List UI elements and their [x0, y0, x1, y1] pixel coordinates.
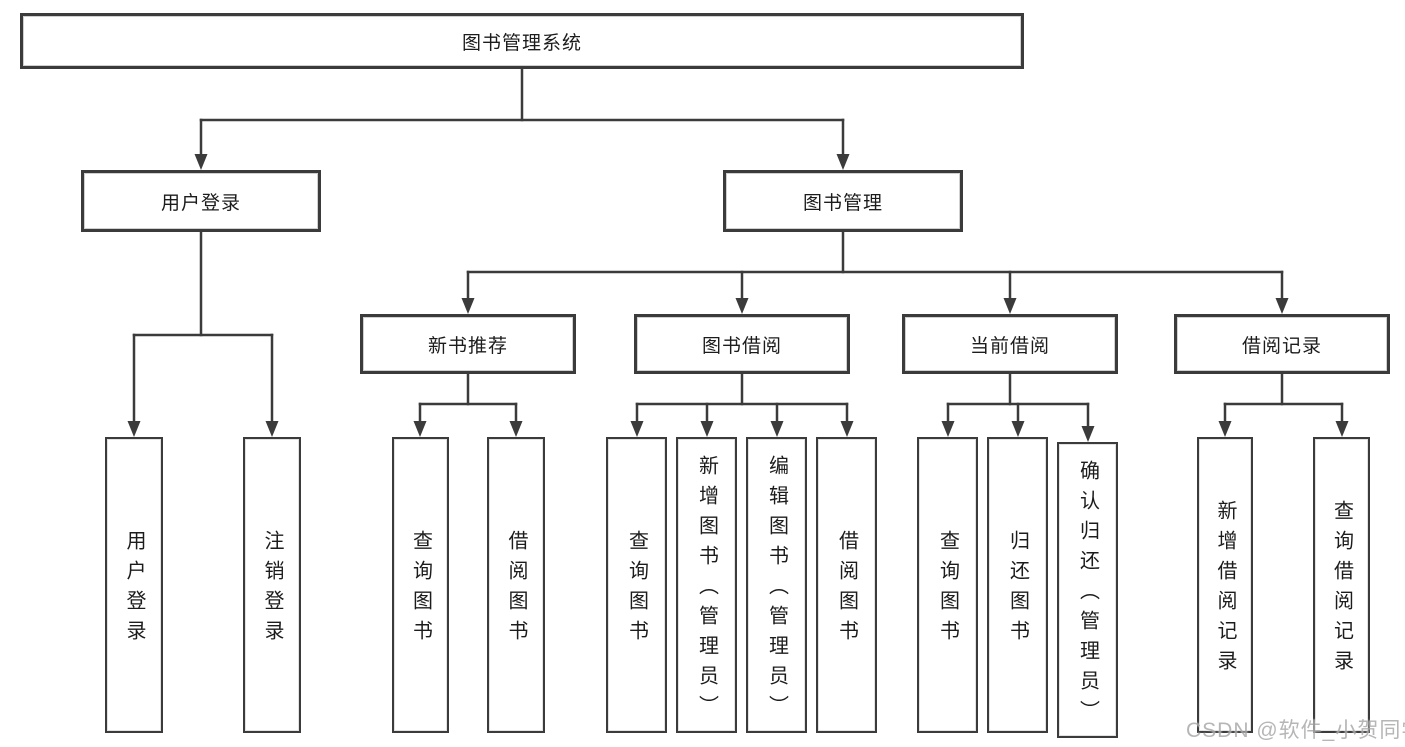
- leaf-borrow-books-borrow-label: 借阅图书: [835, 530, 858, 650]
- leaf-query-books-recommend-label: 查询图书: [409, 530, 432, 650]
- node-user-login: 用户登录: [81, 170, 321, 232]
- leaf-return-book: 归还图书: [987, 437, 1048, 733]
- node-book-management: 图书管理: [723, 170, 963, 232]
- node-book-borrow: 图书借阅: [634, 314, 850, 374]
- leaf-query-books-current-label: 查询图书: [936, 530, 959, 650]
- node-current-borrow: 当前借阅: [902, 314, 1118, 374]
- leaf-user-login: 用户登录: [105, 437, 163, 733]
- node-borrow-records: 借阅记录: [1174, 314, 1390, 374]
- leaf-add-borrow-record: 新增借阅记录: [1197, 437, 1253, 733]
- leaf-confirm-return-admin-label: 确认归还（管理员）: [1076, 460, 1099, 730]
- leaf-logout-label: 注销登录: [261, 530, 283, 650]
- leaf-add-book-admin-label: 新增图书（管理员）: [695, 455, 718, 725]
- node-user-login-label: 用户登录: [160, 192, 241, 214]
- leaf-query-borrow-record-label: 查询借阅记录: [1330, 500, 1353, 680]
- leaf-borrow-books-recommend-label: 借阅图书: [505, 530, 527, 650]
- leaf-add-book-admin: 新增图书（管理员）: [676, 437, 737, 733]
- leaf-logout: 注销登录: [243, 437, 301, 733]
- leaf-query-books-recommend: 查询图书: [392, 437, 449, 733]
- leaf-edit-book-admin-label: 编辑图书（管理员）: [765, 455, 788, 725]
- node-root-system-label: 图书管理系统: [461, 32, 582, 54]
- leaf-add-borrow-record-label: 新增借阅记录: [1214, 500, 1236, 680]
- node-new-book-recommend: 新书推荐: [360, 314, 576, 374]
- csdn-watermark: CSDN @软件_小贺同学: [1186, 719, 1405, 742]
- node-root-system: 图书管理系统: [20, 13, 1024, 69]
- leaf-query-borrow-record: 查询借阅记录: [1313, 437, 1370, 733]
- node-borrow-records-label: 借阅记录: [1241, 335, 1322, 357]
- leaf-return-book-label: 归还图书: [1006, 530, 1029, 650]
- leaf-borrow-books-recommend: 借阅图书: [487, 437, 545, 733]
- node-book-management-label: 图书管理: [802, 192, 883, 214]
- leaf-query-books-current: 查询图书: [917, 437, 978, 733]
- leaf-borrow-books-borrow: 借阅图书: [816, 437, 877, 733]
- node-new-book-recommend-label: 新书推荐: [427, 335, 508, 357]
- leaf-user-login-label: 用户登录: [123, 530, 145, 650]
- leaf-edit-book-admin: 编辑图书（管理员）: [746, 437, 807, 733]
- node-current-borrow-label: 当前借阅: [969, 335, 1050, 357]
- leaf-query-books-borrow: 查询图书: [606, 437, 667, 733]
- node-book-borrow-label: 图书借阅: [701, 335, 782, 357]
- leaf-confirm-return-admin: 确认归还（管理员）: [1057, 442, 1118, 738]
- leaf-query-books-borrow-label: 查询图书: [625, 530, 648, 650]
